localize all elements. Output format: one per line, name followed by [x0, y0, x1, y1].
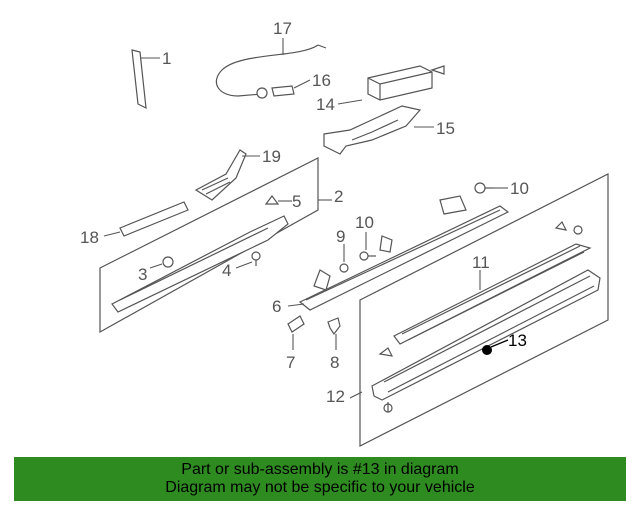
- callout-16: 16: [312, 71, 331, 90]
- banner-line-2: Diagram may not be specific to your vehi…: [165, 479, 475, 496]
- callout-5: 5: [292, 192, 301, 211]
- part-4-screw: [251, 251, 261, 266]
- callout-10-upper: 10: [510, 179, 529, 198]
- panel-12-clips: [378, 220, 583, 413]
- leader-6: [287, 303, 305, 307]
- callout-7: 7: [286, 353, 295, 372]
- leader-18: [103, 231, 121, 237]
- part-19-scuff-plate: [194, 149, 247, 201]
- banner-line-1: Part or sub-assembly is #13 in diagram: [181, 461, 459, 478]
- callout-2: 2: [334, 187, 343, 206]
- part-11-step-upper: [393, 243, 592, 345]
- leader-4: [235, 261, 253, 269]
- part-6-center-rail: [298, 195, 510, 311]
- callout-3: 3: [138, 265, 147, 284]
- info-banner: Part or sub-assembly is #13 in diagram D…: [14, 457, 626, 501]
- part-3-clip: [162, 256, 174, 268]
- part-15-plate: [323, 105, 422, 155]
- part-17-release-cable: [215, 44, 327, 99]
- callout-10-lower: 10: [355, 213, 374, 232]
- part-13-fastener: [482, 345, 492, 355]
- callout-9: 9: [336, 227, 345, 246]
- part-10-bolt-lower: [359, 251, 376, 261]
- callout-19: 19: [262, 147, 281, 166]
- callout-14: 14: [316, 95, 335, 114]
- callout-13: 13: [508, 331, 527, 350]
- callout-8: 8: [330, 353, 339, 372]
- leader-3: [149, 263, 163, 269]
- callout-18: 18: [80, 228, 99, 247]
- part-5-clip: [264, 195, 280, 205]
- leader-14: [337, 99, 363, 105]
- part-1-trim-strip: [131, 49, 147, 110]
- part-16-clip: [271, 85, 295, 97]
- callout-17: 17: [273, 19, 292, 38]
- leader-13: [490, 339, 509, 348]
- running-board-lower: [371, 269, 601, 401]
- leader-16: [293, 79, 311, 89]
- callout-6: 6: [272, 297, 281, 316]
- callout-1: 1: [162, 49, 171, 68]
- callout-15: 15: [436, 119, 455, 138]
- callout-12: 12: [326, 387, 345, 406]
- part-7-clip: [287, 315, 305, 333]
- part-10-bolt-upper: [474, 182, 494, 194]
- left-sill-molding: [111, 215, 289, 313]
- part-18-strip: [119, 201, 189, 237]
- part-8-clip: [327, 317, 341, 336]
- leader-12: [349, 391, 363, 399]
- callout-4: 4: [222, 261, 231, 280]
- part-9-fastener: [339, 263, 349, 273]
- parts-diagram: 1 17 16 14 15 19 2 1: [80, 19, 609, 447]
- part-14-bracket: [367, 65, 445, 101]
- callout-11: 11: [472, 253, 490, 272]
